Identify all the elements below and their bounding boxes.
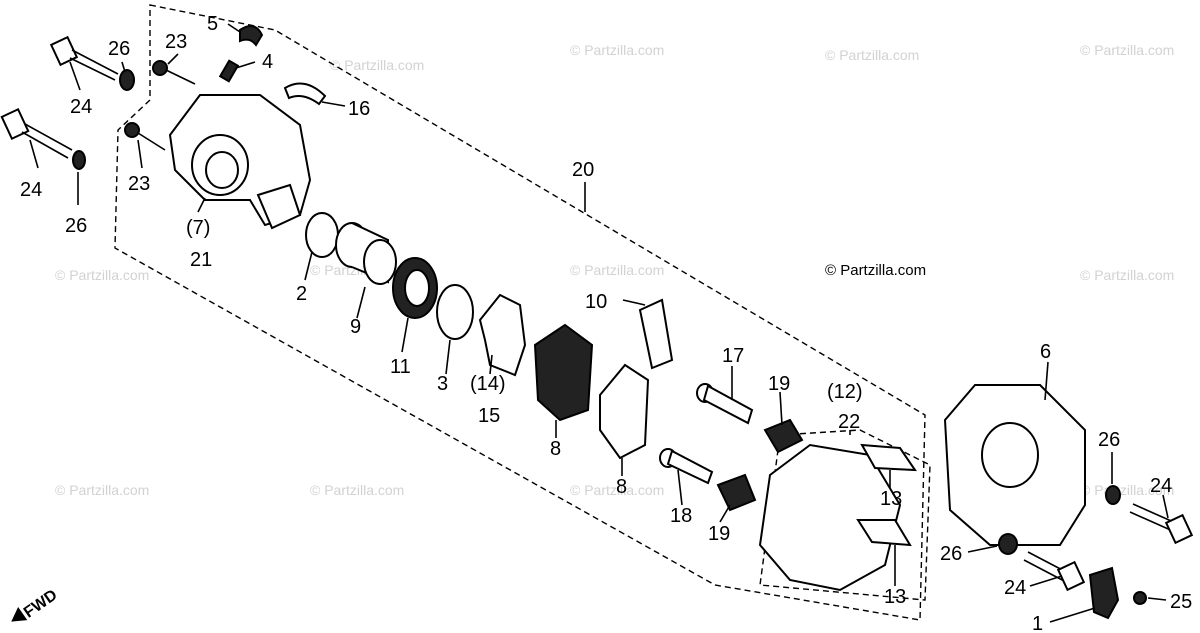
boot-part-19b [716,473,757,512]
callout-19: 19 [708,523,730,545]
bolt-part-24c [1129,503,1194,545]
watermark: © Partzilla.com [310,482,404,498]
bolt-part-24a [49,35,119,81]
callout-17: 17 [722,345,744,367]
caliper-part-6 [943,384,1086,546]
clip-part-5 [239,25,264,47]
pin-part-17 [696,383,754,425]
callout-7: (7) [186,217,210,239]
callout-labels: 26 24 23 5 4 16 23 24 26 (7) 21 2 9 11 3… [20,13,1192,633]
callout-26: 26 [65,215,87,237]
callout-24: 24 [1004,577,1026,599]
arrow-icon [11,607,28,622]
watermark: © Partzilla.com [1080,267,1174,283]
watermark: © Partzilla.com [55,267,149,283]
callout-14: (14) [470,373,506,395]
callout-6: 6 [1040,341,1051,363]
callout-19: 19 [768,373,790,395]
callout-8: 8 [616,476,627,498]
leader-lines [29,23,1169,623]
o-ring-part-3 [436,284,474,340]
watermark-layer: © Partzilla.com © Partzilla.com © Partzi… [55,42,1174,498]
pin-part-16 [283,82,327,106]
callout-1: 1 [1032,613,1043,633]
washer-part-26a [119,69,135,91]
callout-23: 23 [128,173,150,195]
fwd-label: FWD [21,587,61,622]
retainer-part-13b [856,519,912,547]
subassembly-outline [759,429,931,601]
callout-13: 13 [880,488,902,510]
washer-part-26b [72,150,86,170]
callout-3: 3 [437,373,448,395]
callout-10: 10 [585,291,607,313]
callout-25: 25 [1170,591,1192,613]
pad-part-8a [533,323,594,422]
callout-20: 20 [572,159,594,181]
caliper-body-part-21 [168,94,312,230]
watermark: © Partzilla.com [1080,482,1174,498]
callout-23: 23 [165,31,187,53]
shim-part-14 [478,293,527,377]
bolt-part-23b [124,122,166,151]
callout-12: (12) [827,381,863,403]
copyright-notice: © Partzilla.com [825,262,926,279]
callout-2: 2 [296,283,307,305]
callout-26: 26 [940,543,962,565]
callout-21: 21 [190,249,212,271]
callout-26: 26 [1098,429,1120,451]
watermark: © Partzilla.com [570,42,664,58]
watermark: © Partzilla.com [570,482,664,498]
watermark: © Partzilla.com [825,47,919,63]
bolt-part-24b [0,107,73,159]
spring-part-10 [638,298,674,370]
screw-part-25 [1133,591,1147,605]
watermark: © Partzilla.com [1080,42,1174,58]
fwd-arrow: FWD [11,587,61,622]
callout-5: 5 [207,13,218,35]
washer-part-26c [1105,485,1121,505]
seal-part-2 [305,212,339,258]
callout-9: 9 [350,316,361,338]
watermark: © Partzilla.com [55,482,149,498]
pad-part-8b [599,363,650,460]
bracket-part-1 [1088,566,1120,620]
watermark: © Partzilla.com [570,262,664,278]
callout-4: 4 [262,51,273,73]
bolt-part-23a [152,60,196,85]
assembly-outline [114,4,926,621]
pin-part-18 [659,448,714,485]
washer-part-26d [998,533,1018,555]
callout-24: 24 [20,179,42,201]
bracket-part-22 [758,443,902,592]
callout-24: 24 [70,96,92,118]
callout-26: 26 [108,38,130,60]
piston-part-9 [335,222,397,285]
boot-part-19a [763,418,804,454]
bleeder-part-4 [218,59,240,83]
callout-15: 15 [478,405,500,427]
callout-16: 16 [348,98,370,120]
callout-8: 8 [550,438,561,460]
bolt-part-24d [1023,551,1086,592]
watermark: © Partzilla.com [330,57,424,73]
dust-seal-part-11 [392,257,438,319]
retainer-part-13a [860,443,917,472]
callout-18: 18 [670,505,692,527]
callout-24: 24 [1150,475,1172,497]
callout-11: 11 [390,356,411,378]
callout-22: 22 [838,411,860,433]
callout-13: 13 [884,586,906,608]
